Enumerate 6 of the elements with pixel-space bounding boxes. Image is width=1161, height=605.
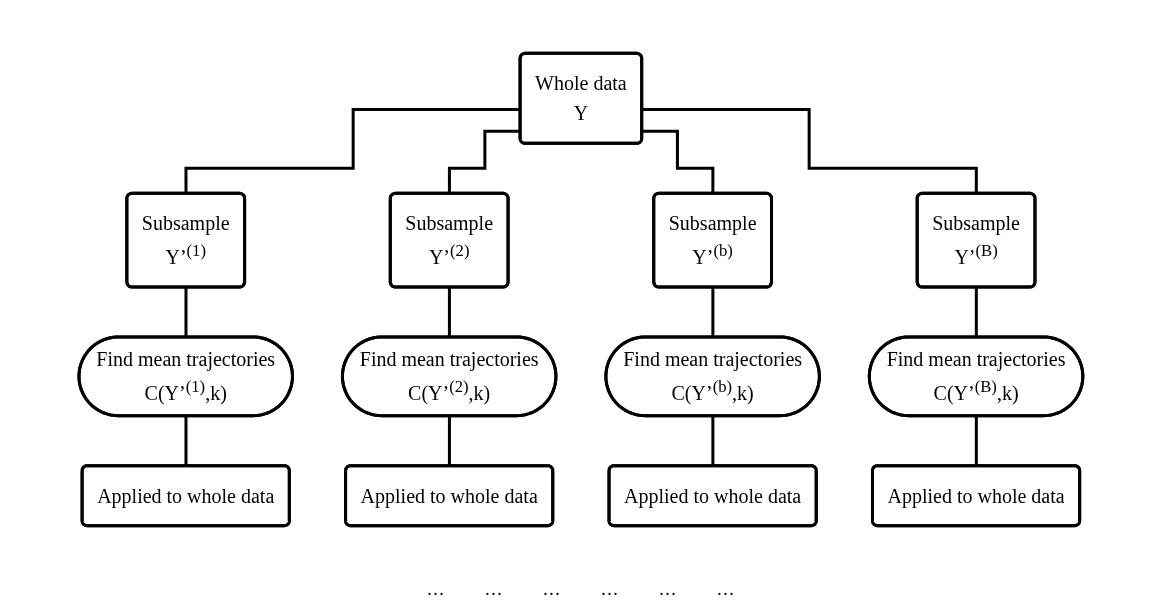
ellipsis-text: …: [426, 579, 445, 600]
ellipsis-text: …: [716, 579, 735, 600]
ellipsis-text: …: [658, 579, 677, 600]
ellipsis-text: …: [542, 579, 561, 600]
ellipsis-text: …: [484, 579, 503, 600]
ellipsis-text: …: [600, 579, 619, 600]
